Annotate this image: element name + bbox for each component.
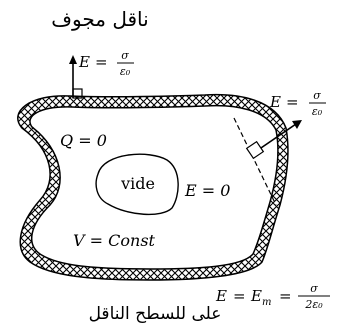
top-field-arrow bbox=[69, 55, 83, 99]
top-field-denominator: ε₀ bbox=[120, 65, 131, 78]
right-field-formula: E = σ ε₀ bbox=[269, 89, 326, 118]
surface-field-eq2: = bbox=[279, 287, 292, 305]
right-field-arrow bbox=[245, 120, 302, 160]
right-field-denominator: ε₀ bbox=[312, 105, 323, 118]
right-field-lhs: E bbox=[269, 93, 281, 111]
cavity-label: vide bbox=[120, 174, 155, 193]
surface-tangent-line bbox=[233, 117, 277, 206]
surface-field-denominator: 2ε₀ bbox=[304, 298, 323, 311]
top-field-eq: = bbox=[95, 53, 108, 71]
right-field-numerator: σ bbox=[313, 89, 321, 102]
top-field-formula: E = σ ε₀ bbox=[78, 49, 134, 78]
surface-field-numerator: σ bbox=[310, 282, 318, 295]
surface-field-rhs-subscript: m bbox=[262, 297, 271, 308]
top-field-numerator: σ bbox=[121, 49, 129, 62]
top-field-lhs: E bbox=[78, 53, 90, 71]
surface-field-eq: = bbox=[233, 287, 246, 305]
title-arabic: ناقل مجوف bbox=[51, 7, 148, 31]
charge-label: Q = 0 bbox=[60, 131, 107, 150]
surface-field-formula: E = E m = σ 2ε₀ bbox=[215, 282, 330, 311]
right-field-eq: = bbox=[286, 93, 299, 111]
surface-field-lhs: E bbox=[215, 287, 227, 305]
surface-field-rhs: E bbox=[250, 287, 262, 305]
field-inside-label: E = 0 bbox=[184, 181, 230, 200]
potential-label: V = Const bbox=[73, 231, 156, 250]
caption-arabic: على للسطح الناقل bbox=[89, 304, 222, 324]
cavity-outline bbox=[95, 153, 179, 216]
